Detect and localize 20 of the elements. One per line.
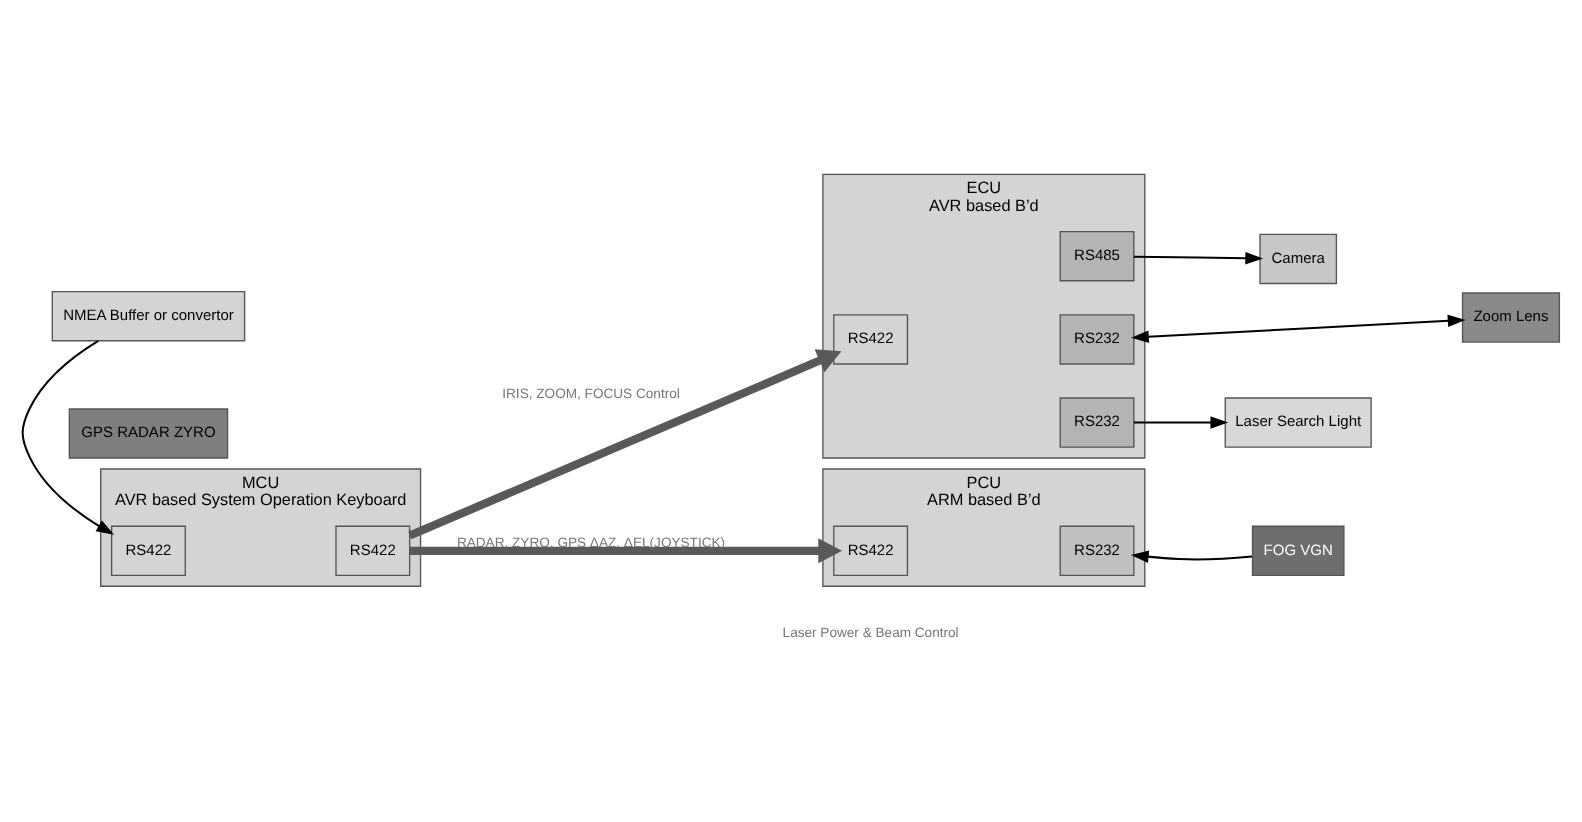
arrow xyxy=(1133,416,1229,429)
node-box: RS422 xyxy=(833,525,909,577)
node-box: RS422 xyxy=(110,525,186,577)
node-box: Camera xyxy=(1259,233,1338,285)
node-box: RS485 xyxy=(1059,230,1135,282)
node-box: NMEA Buffer or convertor xyxy=(51,291,246,342)
arrow xyxy=(1131,314,1466,343)
node-box: RS232 xyxy=(1059,397,1135,448)
node-box: RS422 xyxy=(335,525,411,577)
node-box: Laser Search Light xyxy=(1224,397,1372,448)
node-box: RS232 xyxy=(1059,314,1135,365)
node-box: Zoom Lens xyxy=(1461,292,1561,343)
node-box: RS422 xyxy=(833,314,909,365)
node-box: RS232 xyxy=(1059,525,1135,577)
arrow xyxy=(21,340,115,535)
arrow xyxy=(1133,252,1264,265)
arrow xyxy=(1130,550,1253,563)
node-box: FOG VGN xyxy=(1251,525,1345,577)
node-box: GPS RADAR ZYRO xyxy=(68,408,229,459)
arrow xyxy=(408,349,842,540)
